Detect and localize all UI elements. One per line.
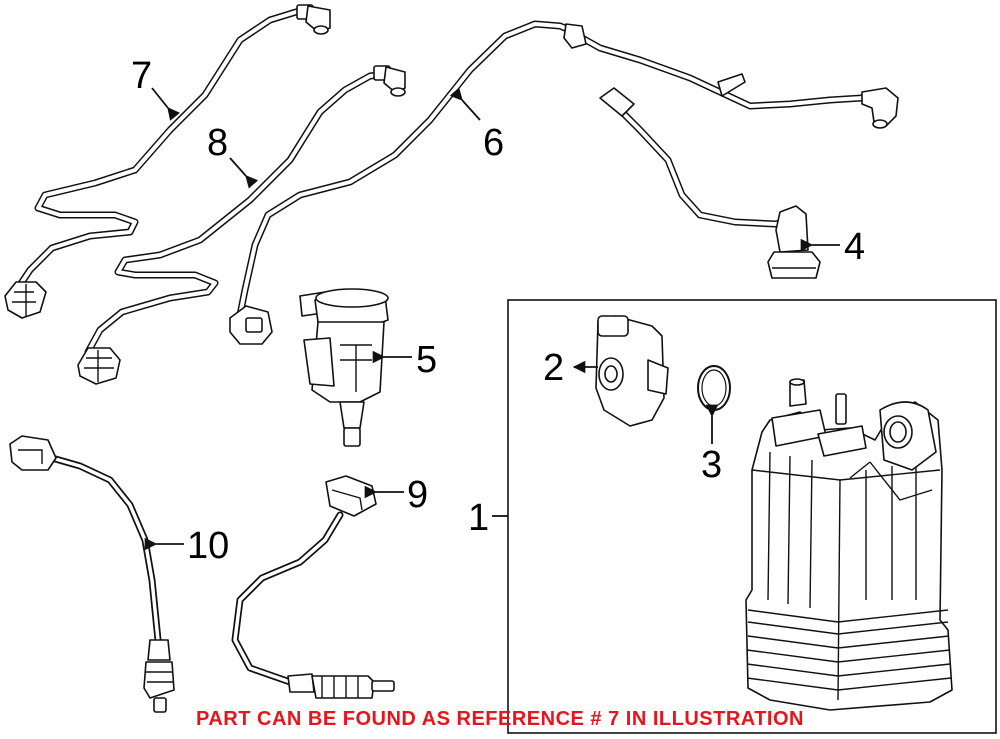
callout-10: 10 (187, 525, 229, 567)
hose-7: 7 (4, 4, 331, 319)
sensor-9: 9 (231, 474, 428, 699)
callout-2: 2 (543, 347, 564, 389)
callout-1: 1 (468, 497, 489, 539)
callout-8: 8 (207, 122, 228, 164)
part-reference-note: PART CAN BE FOUND AS REFERENCE # 7 IN IL… (196, 708, 804, 730)
evap-canister (745, 378, 953, 711)
callout-6: 6 (483, 122, 504, 164)
hose-6: 6 (229, 20, 899, 345)
sensor-10: 10 (9, 435, 229, 713)
callout-7: 7 (131, 55, 152, 97)
callout-1-group: 1 (468, 497, 508, 539)
callout-5: 5 (416, 339, 437, 381)
callout-9: 9 (407, 474, 428, 516)
purge-valve-5: 5 (299, 288, 437, 447)
callout-4: 4 (844, 226, 865, 268)
callout-3: 3 (701, 444, 722, 486)
hose-4: 4 (599, 87, 865, 279)
vent-valve-2: 2 (543, 315, 669, 427)
o-ring-3: 3 (697, 365, 731, 486)
hose-8: 8 (77, 65, 406, 385)
